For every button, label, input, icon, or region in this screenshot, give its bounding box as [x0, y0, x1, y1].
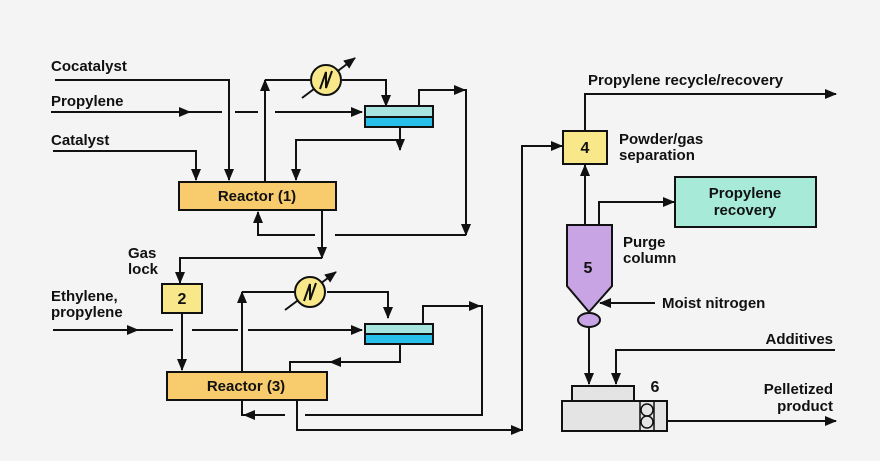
pellet-label-1: Pelletized [764, 381, 833, 398]
purge-column-5: 5 [566, 164, 655, 385]
reactor-3-label: Reactor (3) [207, 378, 285, 395]
recycle-label: Propylene recycle/recovery [588, 72, 784, 89]
recovery-label-1: Propylene [709, 185, 782, 202]
separation-unit-4: 4 [562, 89, 837, 165]
ethylene-label-2: propylene [51, 304, 123, 321]
reactor1-overhead [260, 79, 391, 182]
ethylene-label-1: Ethylene, [51, 288, 118, 305]
purge-label-1: Purge [623, 234, 666, 251]
separation-label-2: separation [619, 147, 695, 164]
additives-label: Additives [765, 331, 833, 348]
additives-stream [611, 349, 835, 385]
gas-lock-number: 2 [178, 291, 187, 308]
reactor-1: Reactor (1) [178, 181, 337, 211]
separator-1 [291, 85, 471, 236]
reactor3-overhead [237, 291, 393, 372]
catalyst-label: Catalyst [51, 132, 109, 149]
gas-lock-2: 2 [161, 283, 203, 371]
recovery-label-2: recovery [714, 202, 777, 219]
heat-exchanger-1 [301, 57, 356, 99]
gas-lock-label-2: lock [128, 261, 159, 278]
propylene-label: Propylene [51, 93, 124, 110]
cocatalyst-label: Cocatalyst [51, 58, 127, 75]
gas-lock-label-1: Gas [128, 245, 156, 262]
pellet-label-2: product [777, 398, 833, 415]
cocatalyst-stream [55, 79, 234, 181]
reactor1-recycle [175, 210, 466, 284]
reactor3-recycle [241, 141, 563, 435]
separator-2 [289, 301, 483, 416]
heat-exchanger-2 [284, 271, 337, 311]
reactor-3: Reactor (3) [166, 371, 328, 401]
separation-number: 4 [581, 140, 590, 157]
purge-label-2: column [623, 250, 676, 267]
reactor-1-label: Reactor (1) [218, 188, 296, 205]
purge-number: 5 [584, 260, 593, 277]
separation-label-1: Powder/gas [619, 131, 703, 148]
propylene-recovery-unit: Propylene recovery [598, 176, 817, 228]
catalyst-stream [53, 150, 201, 181]
pelletizer-6: 6 [561, 379, 837, 432]
pelletizer-number: 6 [651, 379, 660, 396]
moist-nitrogen-label: Moist nitrogen [662, 295, 765, 312]
